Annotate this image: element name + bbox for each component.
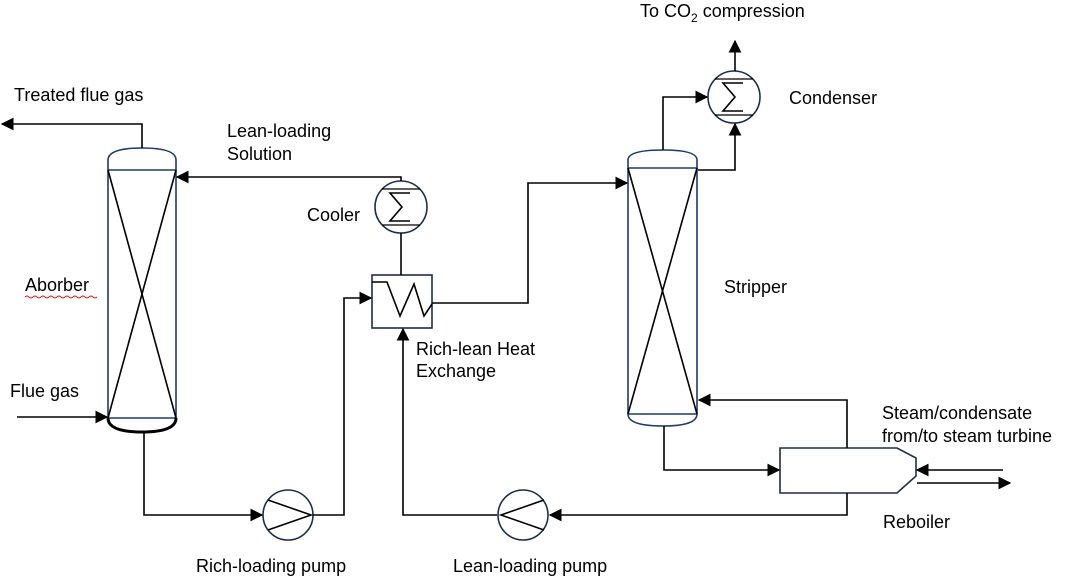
label-absorber: Aborber	[25, 275, 89, 295]
label-condenser: Condenser	[789, 88, 877, 108]
hx-to-stripper-line	[432, 176, 629, 304]
stripper-column	[627, 149, 698, 427]
lean-pump-to-hx-line	[396, 327, 497, 516]
label-cooler: Cooler	[307, 205, 360, 225]
reboiler-to-lean-pump-line	[548, 493, 848, 522]
label-rich-lean-hx-line1: Rich-lean Heat	[416, 339, 535, 359]
spellcheck-underline	[24, 295, 98, 299]
absorber-to-rich-pump-line	[143, 432, 264, 522]
label-reboiler: Reboiler	[883, 512, 950, 532]
label-rich-lean-hx-line2: Exchange	[416, 361, 496, 381]
label-lean-loading-solution-line2: Solution	[227, 144, 292, 164]
label-to-co2-compression: To CO2 compression	[640, 1, 805, 25]
label-treated-flue-gas: Treated flue gas	[14, 85, 143, 105]
absorber-column	[106, 147, 178, 434]
heat-exchanger-icon	[371, 274, 433, 329]
lean-solution-return-line	[175, 170, 402, 184]
lean-loading-pump-icon	[497, 489, 549, 541]
stripper-to-reboiler-line	[663, 426, 781, 477]
condenser-reflux-line	[698, 122, 742, 171]
label-steam-line2: from/to steam turbine	[882, 426, 1052, 446]
reboiler-icon	[779, 447, 917, 494]
label-stripper: Stripper	[724, 277, 787, 297]
rich-loading-pump-icon	[262, 489, 314, 541]
treated-flue-gas-line	[0, 117, 143, 148]
stripper-to-condenser-line	[662, 90, 709, 150]
label-lean-loading-pump: Lean-loading pump	[453, 556, 607, 576]
rich-pump-to-hx-line	[313, 291, 373, 516]
condenser-icon	[707, 70, 761, 124]
label-lean-loading-solution-line1: Lean-loading	[227, 121, 331, 141]
label-flue-gas: Flue gas	[10, 381, 79, 401]
label-rich-loading-pump: Rich-loading pump	[196, 556, 346, 576]
reboiler-vapor-return-line	[697, 393, 848, 448]
label-steam-line1: Steam/condensate	[882, 403, 1032, 423]
cooler-icon	[374, 180, 428, 234]
